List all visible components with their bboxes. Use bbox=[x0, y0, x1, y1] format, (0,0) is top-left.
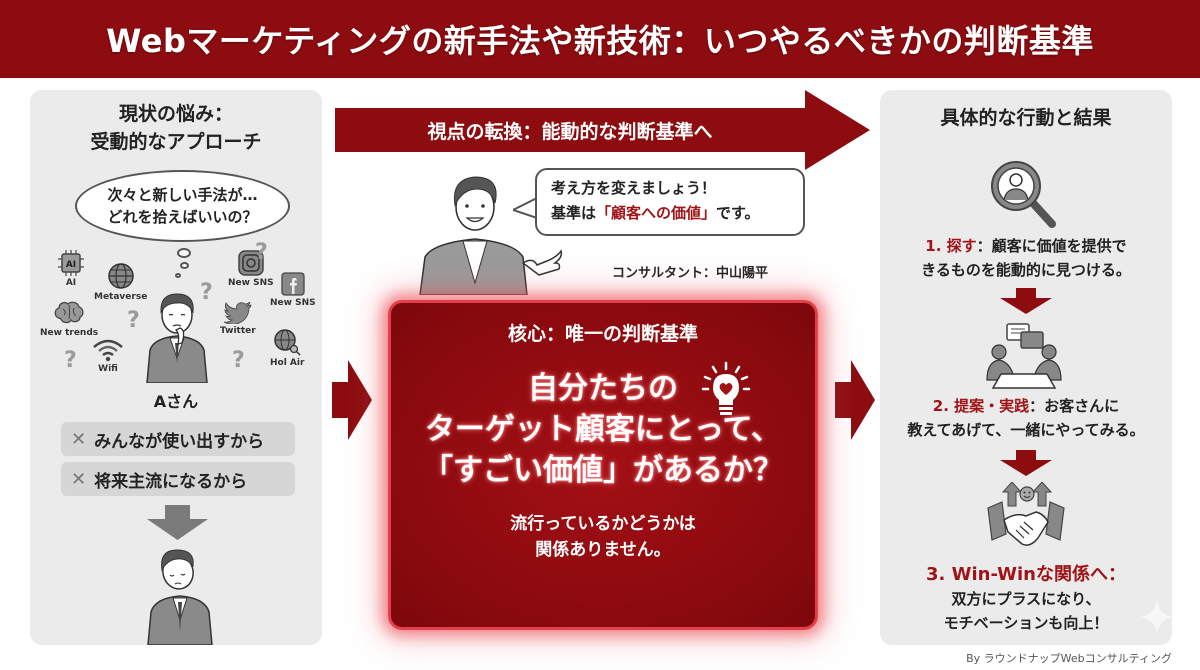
core-sub-line1: 流行っているかどうかは bbox=[510, 514, 696, 534]
brain-icon bbox=[54, 301, 84, 324]
step-2-label: 2. 提案・実践 bbox=[932, 397, 1030, 415]
wifi-icon bbox=[93, 339, 123, 362]
question-mark-icon: ? bbox=[232, 348, 245, 373]
step-separator: ： bbox=[976, 237, 992, 255]
consultant-name-label: コンサルタント：中山陽平 bbox=[612, 266, 769, 281]
core-subtext: 流行っているかどうかは 関係ありません。 bbox=[391, 511, 815, 563]
question-mark-icon: ? bbox=[64, 348, 77, 373]
instagram-icon bbox=[238, 250, 264, 276]
header-banner: Webマーケティングの新手法や新技術：いつやるべきかの判断基準 bbox=[0, 0, 1200, 78]
core-main-line1: 自分たちの bbox=[528, 371, 678, 406]
thought-bubble: 次々と新しい手法が… どれを拾えばいいの？ bbox=[75, 170, 290, 242]
icon-label: Metaverse bbox=[94, 292, 148, 302]
consultant-speech-bubble: 考え方を変えましょう！ 基準は「顧客への価値」です。 bbox=[535, 168, 805, 236]
icon-label: AI bbox=[65, 278, 77, 288]
step-1-text: 1. 探す：顧客に価値を提供で きるものを能動的に見つける。 bbox=[880, 234, 1172, 282]
thought-line1: 次々と新しい手法が… bbox=[107, 186, 258, 204]
actions-results-panel: 具体的な行動と結果 1. 探す：顧客に価値を提供で きるものを能動的に見つける。… bbox=[880, 90, 1172, 645]
step-separator: ： bbox=[1029, 397, 1045, 415]
speech-text: 基準は bbox=[551, 204, 597, 222]
icon-label: New SNS bbox=[270, 298, 316, 308]
left-panel-title: 現状の悩み： 受動的なアプローチ bbox=[30, 100, 322, 156]
step-3-line2: モチベーションも向上！ bbox=[943, 614, 1109, 632]
core-main-line2: ターゲット顧客にとって、 bbox=[424, 412, 782, 447]
right-arrow-icon bbox=[835, 360, 875, 440]
core-title: 核心：唯一の判断基準 bbox=[507, 323, 698, 345]
icon-label: New trends bbox=[40, 328, 99, 338]
perspective-shift-label: 視点の転換：能動的な判断基準へ bbox=[427, 120, 713, 143]
meeting-icon bbox=[986, 323, 1062, 389]
customer-value-highlight: 「顧客への価値」 bbox=[596, 204, 717, 222]
cross-icon: ✕ bbox=[71, 428, 87, 450]
globe-icon bbox=[107, 263, 134, 289]
speech-text: です。 bbox=[716, 204, 760, 222]
facebook-icon bbox=[281, 272, 305, 296]
consultant-illustration bbox=[419, 176, 563, 295]
core-main-line3: 「すごい価値」があるか？ bbox=[423, 453, 783, 488]
handshake-winwin-icon bbox=[987, 482, 1065, 546]
reason-item: ✕ 将来主流になるから bbox=[61, 462, 295, 496]
sparkle-icon bbox=[1140, 600, 1174, 634]
question-mark-icon: ? bbox=[127, 308, 140, 333]
reason-text: 将来主流になるから bbox=[94, 471, 248, 492]
person-name-label: Aさん bbox=[153, 392, 199, 411]
lightbulb-heart-icon bbox=[701, 361, 751, 415]
question-mark-icon: ? bbox=[200, 280, 213, 305]
step-1-line1: 顧客に価値を提供で bbox=[991, 237, 1127, 255]
reason-item: ✕ みんなが使い出すから bbox=[61, 422, 295, 456]
ai-chip-icon: AI bbox=[58, 250, 84, 276]
ai-icon-item: AI AI bbox=[58, 250, 84, 288]
cross-icon: ✕ bbox=[71, 468, 87, 490]
facebook-icon-item: New SNS bbox=[270, 272, 316, 308]
reason-text: みんなが使い出すから bbox=[94, 431, 265, 452]
core-criterion-box: 核心：唯一の判断基準 自分たちの ターゲット顧客にとって、 「すごい価値」がある… bbox=[388, 300, 818, 630]
grey-down-arrow-icon bbox=[147, 505, 208, 540]
dejected-person-illustration bbox=[147, 549, 213, 645]
core-main-question: 自分たちの ターゲット顧客にとって、 「すごい価値」があるか？ bbox=[391, 368, 815, 491]
step-3-text: 双方にプラスになり、 モチベーションも向上！ bbox=[880, 587, 1172, 635]
step-3-label: 3. Win-Winな関係へ： bbox=[926, 564, 1126, 585]
current-problem-panel: 現状の悩み： 受動的なアプローチ 次々と新しい手法が… どれを拾えばいいの？ A… bbox=[30, 90, 322, 645]
hol-air-icon-item: Hol Air bbox=[270, 328, 304, 368]
metaverse-icon-item: Metaverse bbox=[94, 262, 147, 302]
icon-label: Hol Air bbox=[270, 358, 305, 368]
twitter-bird-icon bbox=[223, 302, 252, 324]
red-down-arrow-icon bbox=[1000, 288, 1052, 314]
twitter-icon-item: Twitter bbox=[220, 302, 256, 336]
icon-label: New SNS bbox=[228, 278, 274, 288]
thought-dot bbox=[180, 262, 189, 269]
left-title-line2: 受動的なアプローチ bbox=[90, 131, 262, 153]
speech-line2: 基準は「顧客への価値」です。 bbox=[551, 201, 803, 226]
core-sub-line2: 関係ありません。 bbox=[535, 540, 671, 560]
icon-label: Wifi bbox=[98, 364, 118, 374]
step-2-line1: お客さんに bbox=[1044, 397, 1120, 415]
magnifier-customer-icon bbox=[991, 161, 1056, 228]
speech-line1: 考え方を変えましょう！ bbox=[551, 179, 717, 197]
new-trends-icon-item: New trends bbox=[40, 300, 98, 338]
perspective-shift-arrow bbox=[335, 90, 870, 170]
question-mark-icon: ? bbox=[255, 240, 268, 265]
red-down-arrow-icon bbox=[1000, 450, 1052, 476]
globe-search-icon bbox=[274, 329, 301, 356]
step-1-line2: きるものを能動的に見つける。 bbox=[921, 261, 1131, 279]
step-2-line2: 教えてあげて、一緒にやってみる。 bbox=[907, 421, 1145, 439]
svg-text:AI: AI bbox=[66, 260, 76, 270]
right-panel-title: 具体的な行動と結果 bbox=[940, 107, 1112, 129]
left-title-line1: 現状の悩み： bbox=[118, 103, 233, 125]
wifi-icon-item: Wifi bbox=[92, 338, 124, 374]
instagram-icon-item: New SNS bbox=[228, 250, 274, 288]
footer-credit: By ラウンドナップWebコンサルティング bbox=[966, 652, 1172, 665]
thought-dot bbox=[177, 248, 191, 258]
right-arrow-icon bbox=[332, 360, 372, 440]
worried-person-illustration bbox=[146, 293, 208, 383]
step-2-text: 2. 提案・実践：お客さんに 教えてあげて、一緒にやってみる。 bbox=[880, 394, 1172, 442]
thought-dot bbox=[175, 273, 181, 278]
page-title: Webマーケティングの新手法や新技術：いつやるべきかの判断基準 bbox=[106, 22, 1094, 60]
step-3-line1: 双方にプラスになり、 bbox=[951, 590, 1101, 608]
thought-line2: どれを拾えばいいの？ bbox=[107, 208, 258, 226]
step-1-label: 1. 探す bbox=[925, 237, 977, 255]
icon-label: Twitter bbox=[220, 326, 256, 336]
